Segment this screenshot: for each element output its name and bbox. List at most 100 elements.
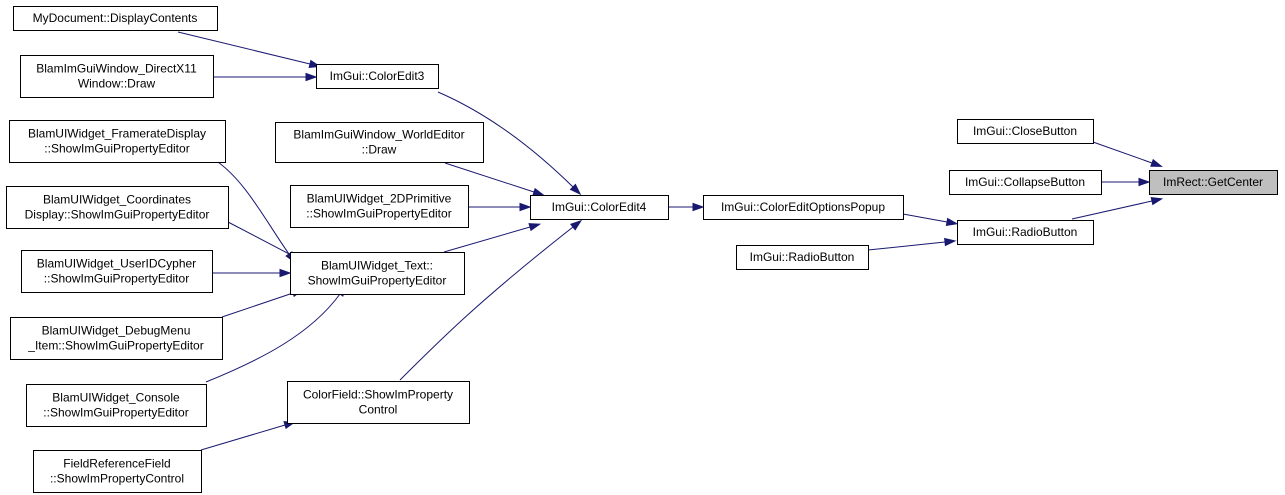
node-n11[interactable]: BlamUIWidget_Text::ShowImGuiPropertyEdit… <box>290 252 465 295</box>
edge-line <box>200 424 286 451</box>
node-label: ImGui::RadioButton <box>750 250 855 264</box>
edge-line <box>227 221 294 257</box>
arrowhead-icon <box>570 219 583 231</box>
node-n1[interactable]: ImGui::CloseButton <box>957 119 1094 144</box>
node-label: ::ShowImPropertyControl <box>50 472 184 486</box>
edge-n1-n0 <box>1092 141 1163 167</box>
edge-n14-n11 <box>212 268 292 278</box>
edge-line <box>221 292 294 318</box>
arrowhead-icon <box>1150 158 1163 167</box>
node-label: ImGui::RadioButton <box>973 225 1078 239</box>
edge-line <box>214 159 290 255</box>
node-n14[interactable]: BlamUIWidget_UserIDCypher::ShowImGuiProp… <box>21 250 213 293</box>
arrowhead-icon <box>945 217 959 227</box>
node-n17[interactable]: ColorField::ShowImPropertyControl <box>287 381 470 424</box>
node-label: ImGui::CloseButton <box>973 124 1077 138</box>
node-label: BlamUIWidget_DebugMenu <box>42 324 191 338</box>
node-n7[interactable]: MyDocument::DisplayContents <box>13 6 218 31</box>
edge-n10-n5 <box>468 202 532 212</box>
arrowhead-icon <box>1138 177 1151 187</box>
node-n6[interactable]: ImGui::ColorEdit3 <box>316 64 439 89</box>
node-box <box>26 384 207 427</box>
arrowhead-icon <box>1150 197 1164 206</box>
edge-line <box>1071 200 1153 220</box>
node-label: BlamUIWidget_Text:: <box>321 259 433 273</box>
arrowhead-icon <box>532 187 545 196</box>
edge-line <box>444 162 535 193</box>
node-box <box>290 252 465 295</box>
arrowhead-icon <box>279 268 292 278</box>
edge-n5-n4 <box>668 202 705 212</box>
arrowhead-icon <box>692 202 705 212</box>
node-n16[interactable]: BlamUIWidget_Console::ShowImGuiPropertyE… <box>26 384 207 427</box>
node-n13[interactable]: BlamUIWidget_CoordinatesDisplay::ShowImG… <box>6 186 229 229</box>
edge-n16-n11 <box>205 284 347 383</box>
arrowhead-icon <box>569 183 582 196</box>
node-n15[interactable]: BlamUIWidget_DebugMenu_Item::ShowImGuiPr… <box>10 317 223 360</box>
edge-n8-n6 <box>213 72 318 82</box>
node-n9[interactable]: BlamImGuiWindow_WorldEditor::Draw <box>275 122 484 163</box>
node-box <box>21 250 213 293</box>
edge-n17-n5 <box>399 219 583 381</box>
node-box <box>20 55 214 98</box>
node-box <box>290 185 469 228</box>
node-n10[interactable]: BlamUIWidget_2DPrimitive::ShowImGuiPrope… <box>290 185 469 228</box>
nodes-layer: ImRect::GetCenterImGui::CloseButtonImGui… <box>6 6 1278 493</box>
node-box <box>10 317 223 360</box>
node-box <box>949 170 1102 195</box>
node-n5[interactable]: ImGui::ColorEdit4 <box>530 195 669 220</box>
node-box <box>530 195 669 220</box>
node-box <box>703 195 904 220</box>
node-n12[interactable]: BlamUIWidget_FramerateDisplay::ShowImGui… <box>9 120 226 163</box>
node-box <box>316 64 439 89</box>
node-label: Window::Draw <box>78 77 156 91</box>
node-label: ImGui::ColorEdit4 <box>552 200 647 214</box>
node-label: BlamUIWidget_UserIDCypher <box>37 257 196 271</box>
node-label: MyDocument::DisplayContents <box>33 11 198 25</box>
edge-n3-n0 <box>1071 197 1164 220</box>
edge-line <box>443 226 531 253</box>
arrowhead-icon <box>305 72 318 82</box>
arrowhead-icon <box>519 202 532 212</box>
node-n0[interactable]: ImRect::GetCenter <box>1149 170 1278 195</box>
node-box <box>6 186 229 229</box>
node-label: Control <box>359 403 398 417</box>
node-label: ImRect::GetCenter <box>1163 175 1263 189</box>
node-label: Display::ShowImGuiPropertyEditor <box>25 208 210 222</box>
edge-line <box>867 241 946 251</box>
edge-n2-n0 <box>1102 177 1151 187</box>
edge-n11-n5 <box>443 223 542 253</box>
node-label: FieldReferenceField <box>63 457 170 471</box>
node-label: ::ShowImGuiPropertyEditor <box>306 207 451 221</box>
arrowhead-icon <box>528 223 542 232</box>
arrowhead-icon <box>944 237 957 247</box>
node-label: BlamUIWidget_Console <box>52 391 180 405</box>
node-label: ImGui::CollapseButton <box>965 175 1085 189</box>
node-n3[interactable]: ImGui::RadioButton <box>957 220 1094 245</box>
node-label: ShowImGuiPropertyEditor <box>308 274 447 288</box>
edge-n4-n3 <box>902 213 959 227</box>
node-box <box>957 220 1094 245</box>
node-box <box>33 450 202 493</box>
node-n18[interactable]: FieldReferenceField::ShowImPropertyContr… <box>33 450 202 493</box>
node-box <box>736 245 869 270</box>
node-box <box>275 122 484 163</box>
node-box <box>13 6 218 31</box>
node-label: ::Draw <box>362 143 397 157</box>
node-n2[interactable]: ImGui::CollapseButton <box>949 170 1102 195</box>
node-n4[interactable]: ImGui::ColorEditOptionsPopup <box>703 195 904 220</box>
edges-layer <box>177 31 1164 451</box>
node-label: _Item::ShowImGuiPropertyEditor <box>27 339 203 353</box>
edge-line <box>902 213 948 223</box>
node-label: BlamUIWidget_Coordinates <box>43 193 191 207</box>
node-label: ColorField::ShowImProperty <box>303 388 453 402</box>
node-label: BlamImGuiWindow_DirectX11 <box>36 62 197 76</box>
edge-n18-n17 <box>200 421 297 451</box>
edge-line <box>177 31 311 65</box>
node-label: BlamImGuiWindow_WorldEditor <box>293 128 464 142</box>
node-label: ::ShowImGuiPropertyEditor <box>44 272 189 286</box>
node-box <box>9 120 226 163</box>
node-n19[interactable]: ImGui::RadioButton <box>736 245 869 270</box>
node-box <box>1149 170 1278 195</box>
